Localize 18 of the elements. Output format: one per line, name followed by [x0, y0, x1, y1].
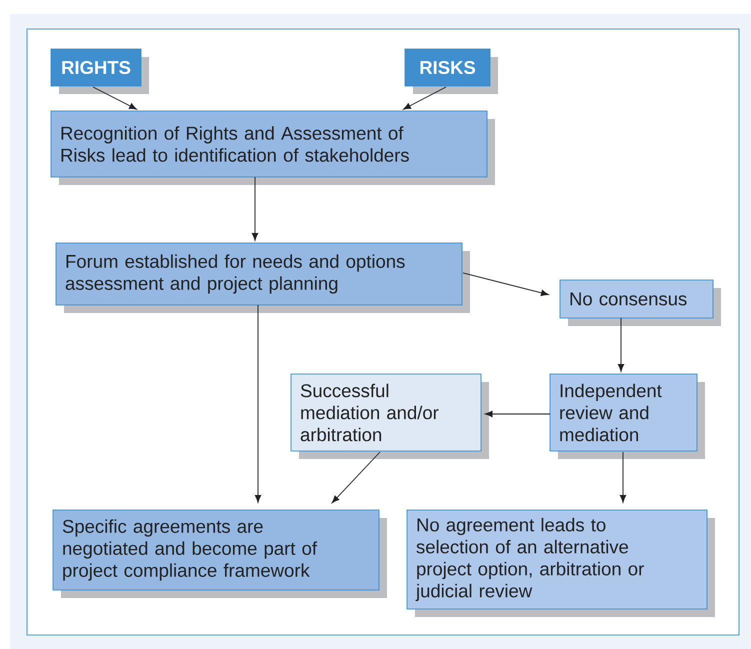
- arrow: [332, 452, 380, 504]
- process-box: Recognition of Rights and Assessment of Risks lead to identification of stakeholders: [50, 110, 495, 185]
- process-box: No consensus: [560, 280, 721, 326]
- label-box: RISKS: [404, 48, 498, 94]
- process-box: Specific agreements are negotiated and become part of project compliance framework: [52, 510, 387, 598]
- arrow: [620, 452, 626, 503]
- arrow: [484, 410, 550, 418]
- process-box: Forum established for needs and options assessment and project planning: [56, 242, 470, 313]
- arrow: [462, 272, 549, 296]
- process-box: Independent review and mediation: [550, 374, 705, 459]
- process-box: No agreement leads to selection of an alternative project option, arbitration or judicial review: [406, 510, 715, 617]
- label-box: RIGHTS: [50, 48, 149, 94]
- process-box: Successful mediation and/or arbitration: [290, 374, 489, 459]
- arrow: [252, 176, 258, 241]
- arrow: [254, 304, 262, 503]
- arrow: [618, 318, 624, 372]
- arrow: [403, 86, 446, 110]
- arrow: [92, 86, 137, 110]
